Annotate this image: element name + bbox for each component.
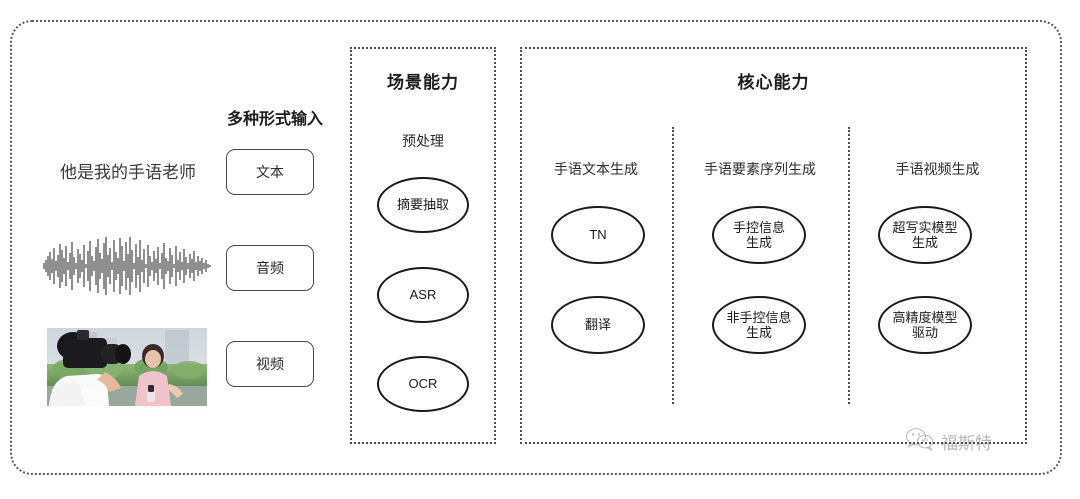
core-column-divider-2 — [848, 127, 850, 404]
watermark: 福斯特 — [905, 427, 992, 456]
node-translation[interactable]: 翻译 — [551, 296, 645, 354]
core-capability-panel — [520, 47, 1027, 444]
scene-capability-panel — [350, 47, 496, 444]
core-column-label-sign-video-generation: 手语视频生成 — [895, 161, 980, 177]
core-capability-title: 核心能力 — [737, 73, 810, 92]
watermark-text: 福斯特 — [941, 434, 992, 453]
core-column-divider-1 — [672, 127, 674, 404]
core-column-label-sign-element-sequence-generation: 手语要素序列生成 — [704, 161, 816, 177]
node-summary-extraction[interactable]: 摘要抽取 — [377, 177, 469, 233]
audio-waveform-icon — [40, 235, 212, 297]
modality-box-audio[interactable]: 音频 — [226, 245, 314, 291]
wechat-icon — [905, 427, 935, 456]
modality-box-video[interactable]: 视频 — [226, 341, 314, 387]
node-non-manual-info-generation[interactable]: 非手控信息 生成 — [712, 296, 806, 354]
node-tn[interactable]: TN — [551, 206, 645, 264]
video-thumbnail-icon — [47, 328, 207, 406]
node-asr[interactable]: ASR — [377, 267, 469, 323]
sample-text-input: 他是我的手语老师 — [60, 163, 196, 182]
input-section-heading: 多种形式输入 — [226, 111, 323, 128]
core-column-label-sign-text-generation: 手语文本生成 — [554, 161, 638, 177]
node-photorealistic-model-generation[interactable]: 超写实模型 生成 — [878, 206, 972, 264]
node-manual-info-generation[interactable]: 手控信息 生成 — [712, 206, 806, 264]
node-ocr[interactable]: OCR — [377, 356, 469, 412]
preprocess-group-label: 预处理 — [402, 133, 444, 149]
modality-box-text[interactable]: 文本 — [226, 149, 314, 195]
scene-capability-title: 场景能力 — [387, 73, 459, 92]
node-high-precision-model-driving[interactable]: 高精度模型 驱动 — [878, 296, 972, 354]
outer-frame — [10, 20, 1062, 475]
